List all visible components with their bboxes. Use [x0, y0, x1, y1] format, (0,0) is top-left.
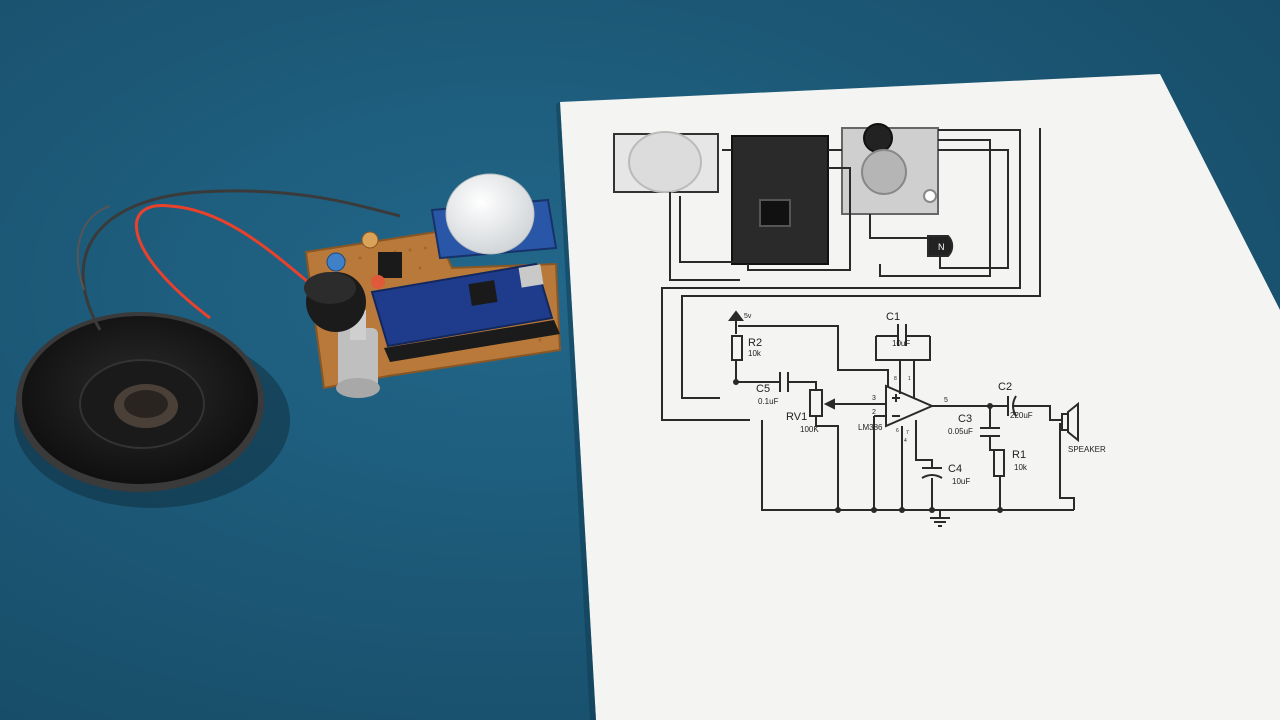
- paper-shadow: [556, 102, 596, 720]
- label-c4-ref: C4: [948, 463, 962, 475]
- black-wire-2: [76, 205, 111, 291]
- transistor: [927, 235, 954, 257]
- label-pin-2: 2: [872, 409, 876, 416]
- label-c1-val: 10uF: [892, 339, 910, 348]
- rv1: [809, 389, 823, 417]
- label-pin-1: 1: [908, 376, 911, 382]
- schematic-labels: 5v R2 10k C1 10uF C5 0.1uF RV1 100K LM38…: [744, 242, 1106, 486]
- label-pin-5: 5: [944, 397, 948, 404]
- label-r1-val: 10k: [1014, 463, 1028, 472]
- label-c5-val: 0.1uF: [758, 397, 779, 406]
- red-wire: [135, 204, 319, 320]
- label-r1-ref: R1: [1012, 449, 1026, 461]
- label-transistor: N: [938, 242, 945, 252]
- label-pin-7: 7: [906, 430, 909, 436]
- label-pin-6: 6: [896, 428, 899, 434]
- label-c3-ref: C3: [958, 413, 972, 425]
- label-rv1-val: 100K: [800, 425, 819, 434]
- label-pin-4: 4: [904, 438, 907, 444]
- label-c5-ref: C5: [756, 383, 770, 395]
- label-c2-ref: C2: [998, 381, 1012, 393]
- pcb-assembly: [304, 173, 562, 398]
- label-speaker: SPEAKER: [1068, 445, 1106, 454]
- label-r2-ref: R2: [748, 337, 762, 349]
- pir-dome-small: [445, 173, 535, 255]
- r2: [731, 335, 743, 361]
- label-c3-val: 0.05uF: [948, 427, 973, 436]
- r1: [993, 449, 1005, 477]
- speaker: [14, 312, 290, 508]
- ic-chip: [378, 252, 402, 278]
- label-ic: LM386: [858, 423, 883, 432]
- label-rv1-ref: RV1: [786, 411, 807, 423]
- label-supply: 5v: [744, 313, 752, 320]
- label-r2-val: 10k: [748, 349, 762, 358]
- label-c1-ref: C1: [886, 311, 900, 323]
- label-c2-val: 220uF: [1010, 411, 1033, 420]
- black-wire: [81, 189, 401, 331]
- schematic: [613, 123, 1079, 527]
- capacitor: [361, 231, 379, 249]
- label-pin-3: 3: [872, 395, 876, 402]
- label-pin-8: 8: [894, 376, 897, 382]
- arduino-nano: [370, 262, 554, 348]
- label-c4-val: 10uF: [952, 477, 970, 486]
